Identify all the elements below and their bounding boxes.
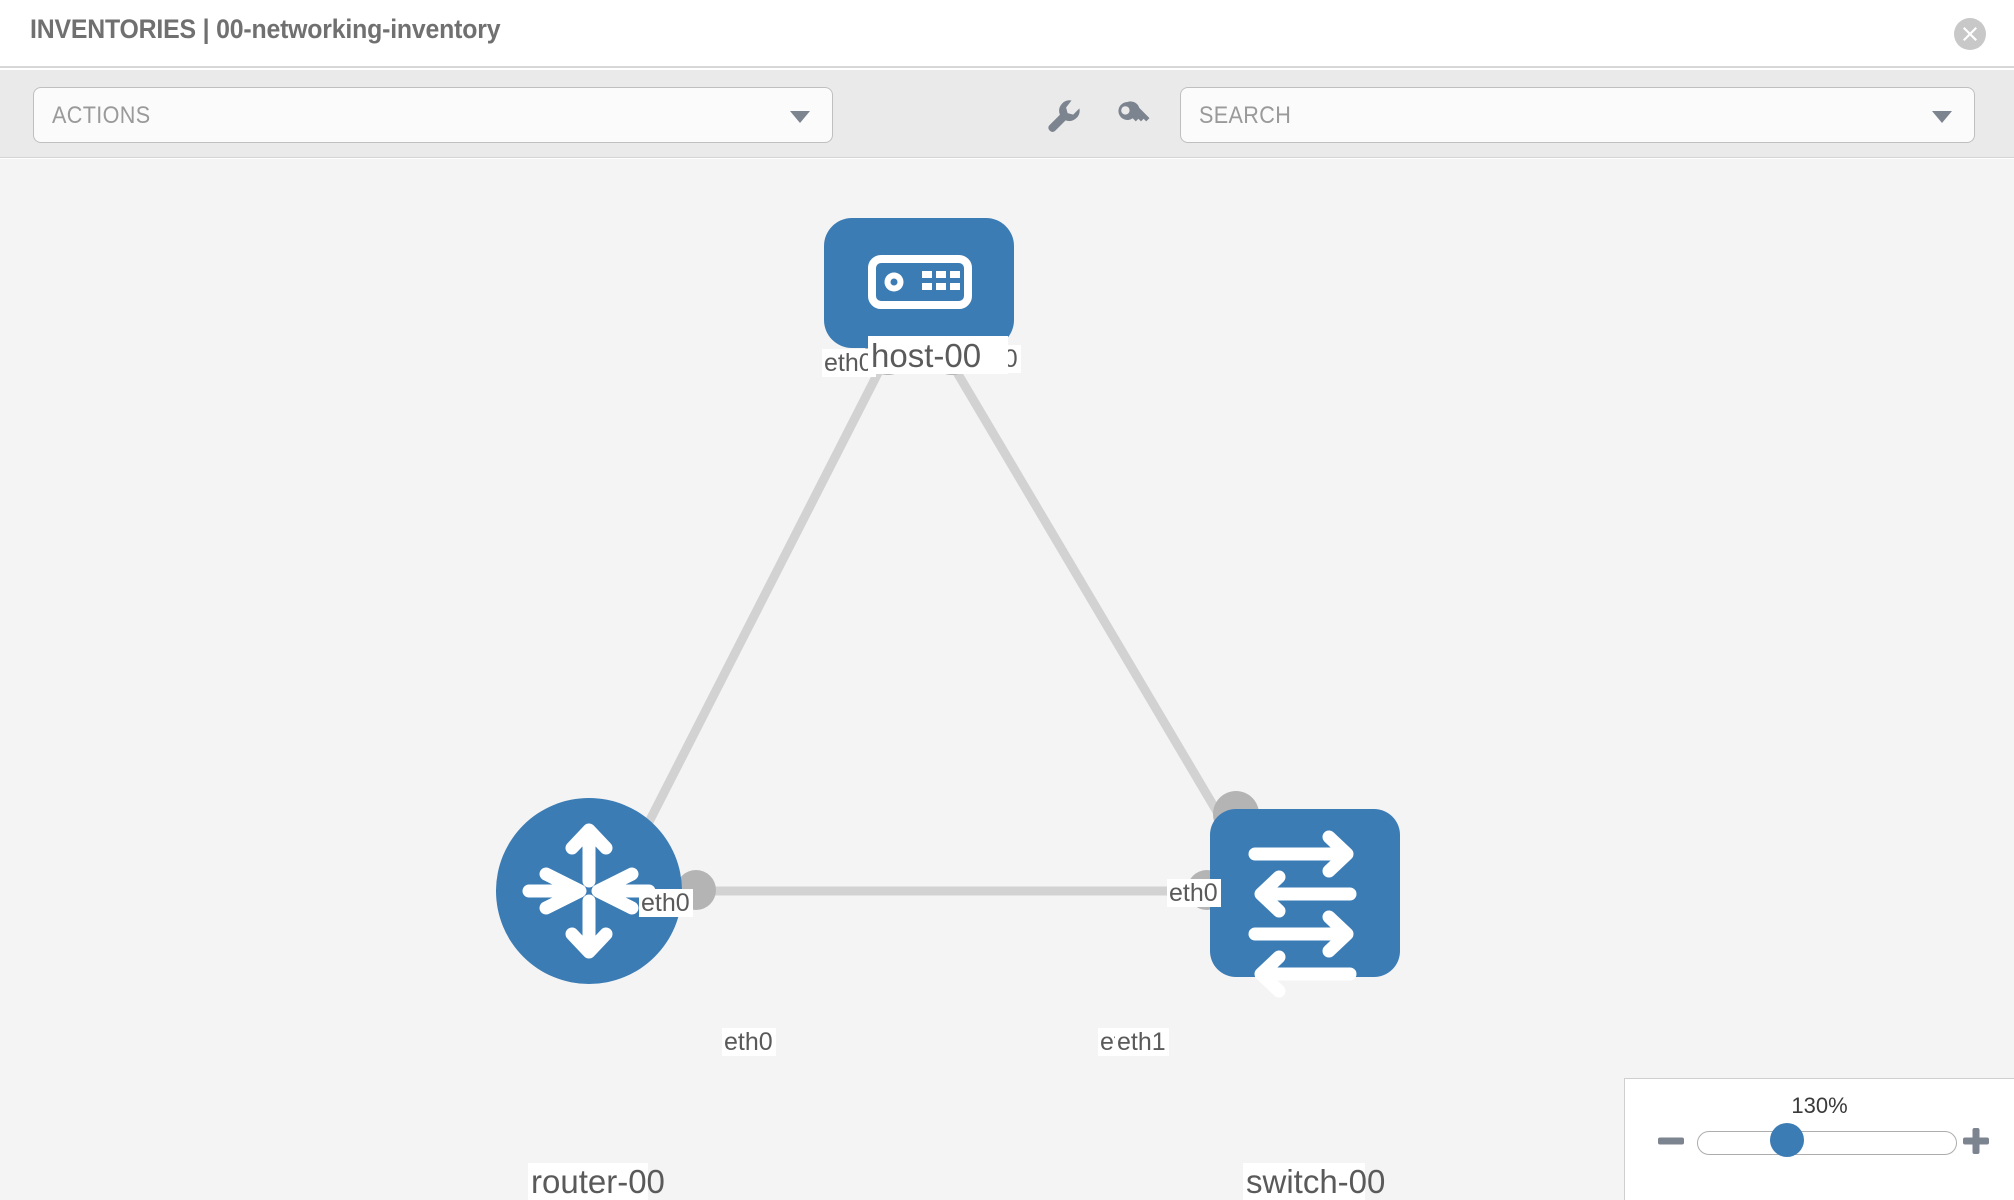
chevron-down-icon (1932, 111, 1952, 123)
router-arrows-icon (522, 823, 656, 959)
topology-edges (620, 366, 1249, 896)
edge-host00-switch00[interactable] (951, 366, 1249, 862)
topology-toolbar: ACTIONS SEARCH (0, 70, 2014, 158)
node-label-router-00: router-00 (531, 1163, 665, 1200)
edge-label-router00-eth0: eth0 (724, 1028, 773, 1056)
page-title: INVENTORIES | 00-networking-inventory (30, 14, 501, 44)
close-icon[interactable] (1954, 18, 1986, 50)
node-label-host-00: host-00 (871, 337, 981, 374)
edge-label-router00-eth0-uplink: eth0 (641, 889, 690, 917)
edge-host00-router00[interactable] (620, 366, 885, 872)
node-router-00[interactable] (496, 798, 682, 984)
topology-canvas[interactable]: eth0 eth0 eth0 eth0 eth0 eth0 eth1 host-… (0, 159, 2014, 1200)
zoom-slider-track[interactable] (1697, 1131, 1957, 1155)
edge-label-switch00-eth0-uplink: eth0 (1169, 879, 1218, 907)
topology-connectors (676, 329, 1259, 910)
actions-dropdown-label: ACTIONS (52, 102, 151, 129)
zoom-in-button[interactable] (1960, 1125, 1992, 1157)
wrench-icon[interactable] (1040, 92, 1086, 138)
edge-label-switch00-eth1: eth1 (1117, 1028, 1166, 1056)
window-header: INVENTORIES | 00-networking-inventory (0, 0, 2014, 68)
chevron-down-icon (790, 111, 810, 123)
search-input[interactable]: SEARCH (1180, 87, 1975, 143)
zoom-slider-thumb[interactable] (1770, 1123, 1804, 1157)
node-switch-00[interactable] (1210, 809, 1400, 998)
zoom-percent-label: 130% (1791, 1093, 1848, 1118)
edge-label-host00-eth0-left: eth0 (824, 349, 873, 377)
node-host-00[interactable] (824, 218, 1014, 348)
node-labels: host-00 router-00 switch-00 (528, 336, 1385, 1200)
key-icon[interactable] (1110, 92, 1156, 138)
search-placeholder: SEARCH (1199, 102, 1292, 129)
zoom-control-panel: 130% (1624, 1078, 2014, 1200)
actions-dropdown[interactable]: ACTIONS (33, 87, 833, 143)
topology-graph: eth0 eth0 eth0 eth0 eth0 eth0 eth1 host-… (496, 218, 1400, 1200)
zoom-out-button[interactable] (1655, 1125, 1687, 1157)
edge-labels: eth0 eth0 eth0 eth0 eth0 eth0 eth1 (639, 345, 1221, 1056)
server-device-icon (868, 255, 972, 309)
switch-arrows-icon (1248, 830, 1357, 998)
node-label-switch-00: switch-00 (1246, 1163, 1385, 1200)
